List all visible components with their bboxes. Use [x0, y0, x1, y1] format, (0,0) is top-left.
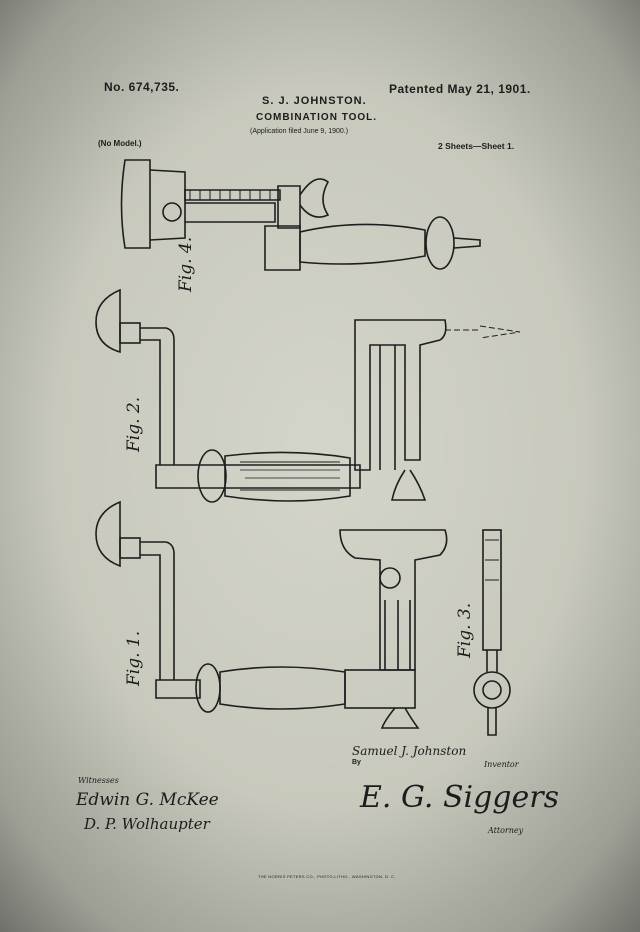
printer-credit: THE NORRIS PETERS CO., PHOTO-LITHO., WAS…: [258, 874, 396, 879]
sheet-count: 2 Sheets—Sheet 1.: [438, 141, 515, 151]
attorney-label: Attorney: [488, 826, 524, 835]
patent-title: COMBINATION TOOL.: [256, 112, 378, 123]
application-date: (Application filed June 9, 1900.): [250, 128, 349, 135]
witness-2-signature: D. P. Wolhaupter: [84, 815, 210, 833]
inventor-heading: S. J. JOHNSTON.: [262, 95, 367, 107]
patent-number: No. 674,735.: [104, 80, 180, 94]
fig-2-drawing: [95, 288, 521, 503]
fig-4-drawing: [120, 159, 481, 271]
fig-1-drawing: [95, 500, 448, 729]
figure-label-1: Fig. 1.: [124, 630, 144, 686]
figure-label-3: Fig. 3.: [455, 602, 475, 658]
by-label: By: [352, 759, 361, 766]
witnesses-label: Witnesses: [78, 776, 119, 785]
fig-3-drawing: [473, 529, 511, 736]
witness-1-signature: Edwin G. McKee: [76, 790, 219, 810]
figure-label-4: Fig. 4.: [176, 236, 196, 292]
inventor-signature: Samuel J. Johnston: [352, 744, 467, 758]
patented-date: Patented May 21, 1901.: [389, 82, 531, 96]
model-note: (No Model.): [98, 139, 142, 148]
attorney-signature: E. G. Siggers: [360, 780, 559, 815]
figure-label-2: Fig. 2.: [124, 396, 144, 452]
inventor-label: Inventor: [484, 760, 519, 769]
